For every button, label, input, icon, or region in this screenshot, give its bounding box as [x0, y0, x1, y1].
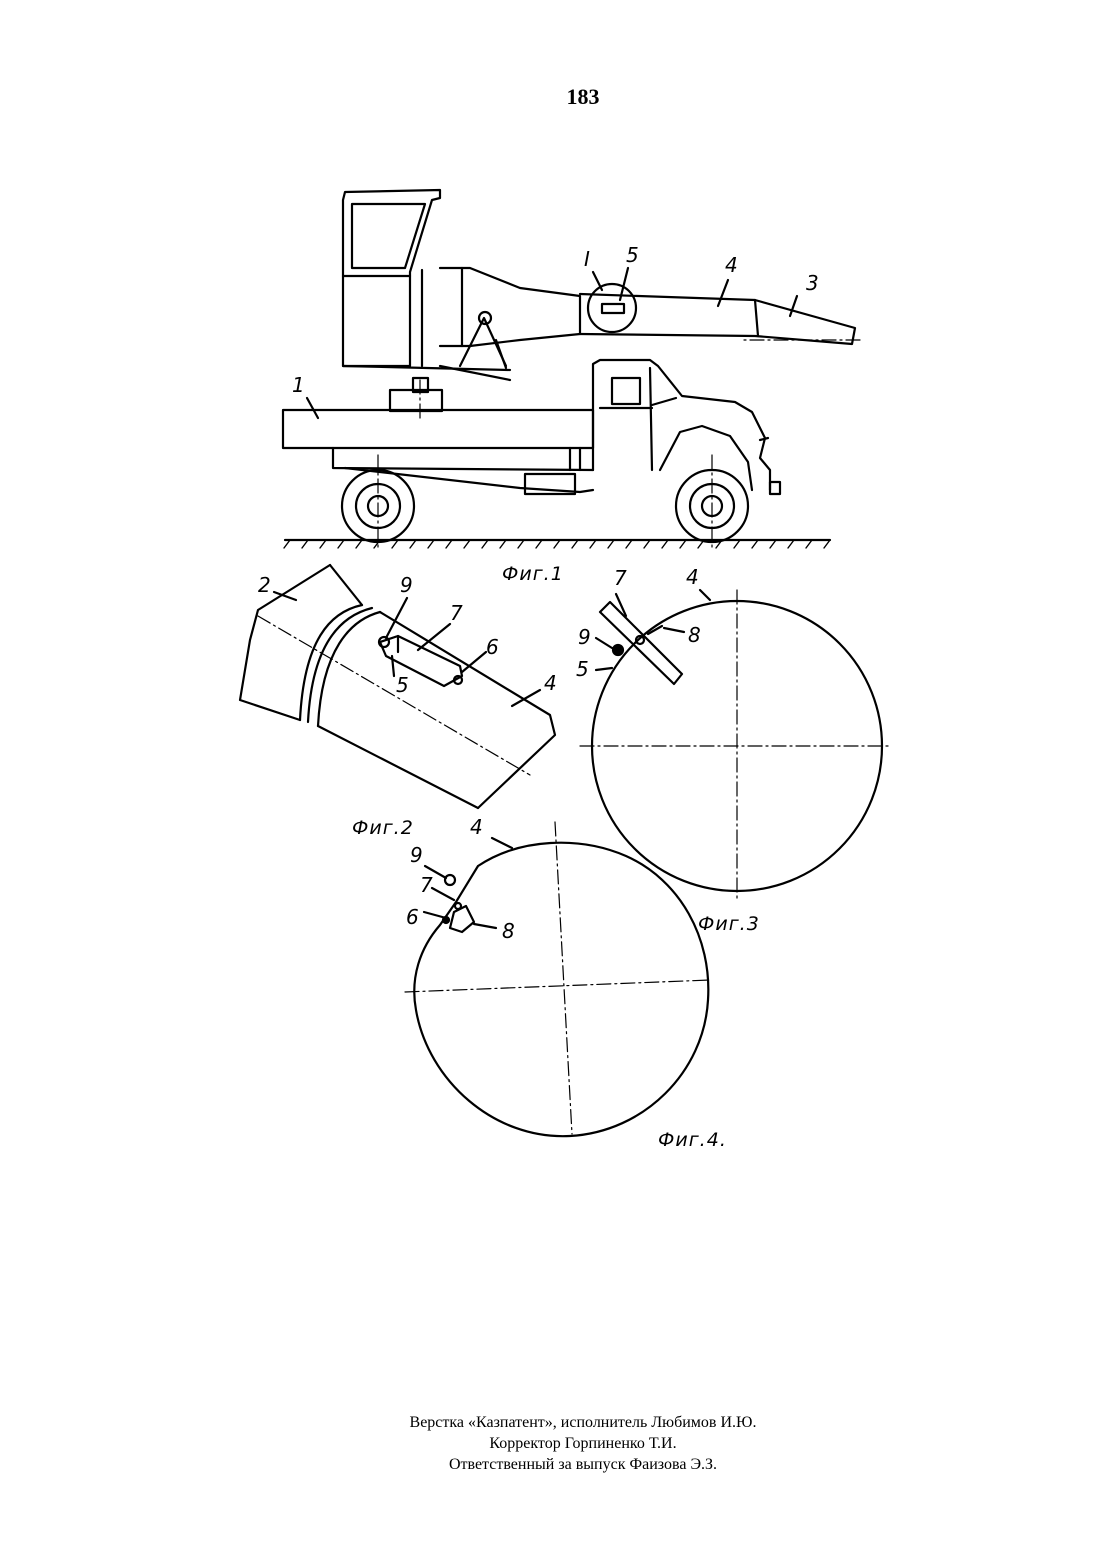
fig1-label-3: 3 [806, 271, 819, 295]
fig2-label-4: 4 [544, 671, 557, 695]
chassis [333, 448, 593, 470]
fig1-label-5: 5 [626, 243, 639, 267]
fig2-label-6: 6 [486, 635, 499, 659]
detail-circle-I [588, 284, 636, 332]
fig4-label-9: 9 [410, 843, 423, 867]
fig4-label-8: 8 [502, 919, 515, 943]
fig4-label-6: 6 [406, 905, 419, 929]
operator-cabin [343, 190, 440, 366]
fig1-label-4: 4 [725, 253, 738, 277]
fig3-label-4: 4 [686, 565, 699, 589]
turntable [390, 390, 442, 411]
fig2-caption: Фиг.2 [352, 817, 414, 839]
truck-cab [593, 360, 770, 490]
footer-line-1: Верстка «Казпатент», исполнитель Любимов… [0, 1412, 1100, 1433]
fig3-section-drawing [580, 590, 892, 900]
sensor-5 [602, 304, 624, 313]
truck-bed-1 [283, 410, 593, 448]
fig3-label-5: 5 [576, 657, 589, 681]
fig1-caption: Фиг.1 [502, 563, 564, 585]
fig2-label-7: 7 [450, 601, 463, 625]
fig2-label-5: 5 [396, 673, 409, 697]
fig2-label-2: 2 [258, 573, 271, 597]
fig3-label-9: 9 [578, 625, 591, 649]
boom-4-tube [380, 612, 555, 808]
boom-4 [580, 294, 855, 344]
fig2-label-9: 9 [400, 573, 413, 597]
footer-credits: Верстка «Казпатент», исполнитель Любимов… [0, 1412, 1100, 1475]
fig1-truck-drawing [283, 190, 860, 548]
fig4-section-drawing [405, 822, 710, 1136]
footer-line-3: Ответственный за выпуск Фаизова Э.З. [0, 1454, 1100, 1475]
fig4-sensor-8 [450, 906, 474, 932]
fig1-label-1: 1 [292, 373, 305, 397]
truck-window [612, 378, 640, 404]
footer-line-2: Корректор Горпиненко Т.И. [0, 1433, 1100, 1454]
fig4-label-7: 7 [420, 873, 433, 897]
fig4-caption: Фиг.4. [658, 1129, 727, 1151]
fig3-label-7: 7 [614, 566, 627, 590]
fig4-label-4: 4 [470, 815, 483, 839]
fig3-caption: Фиг.3 [698, 913, 760, 935]
fig1-label-I: I [584, 247, 590, 271]
fig3-label-8: 8 [688, 623, 701, 647]
